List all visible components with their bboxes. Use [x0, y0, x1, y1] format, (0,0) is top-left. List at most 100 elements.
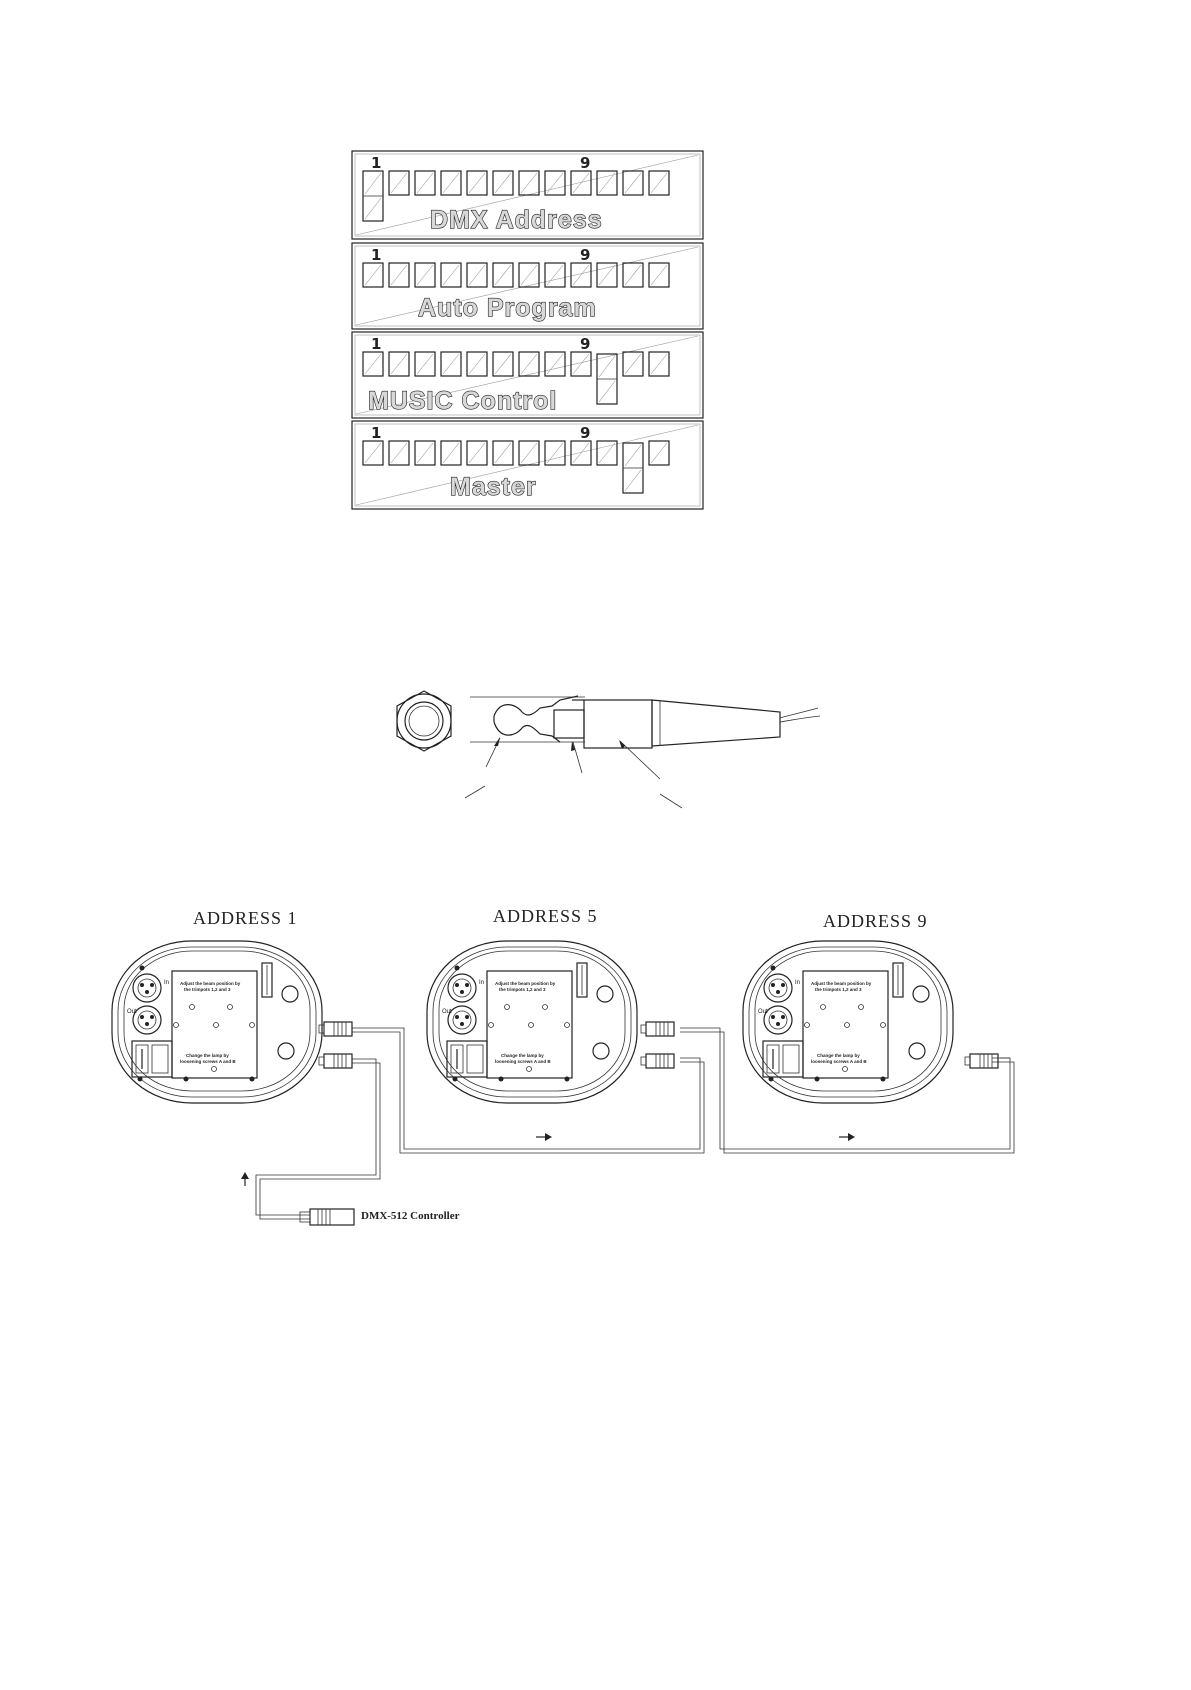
- in-label: In: [164, 980, 169, 986]
- xlr-cable-plug-icon: [318, 1021, 353, 1037]
- lcd-title: DMX Address: [430, 206, 603, 234]
- adjust-text: Adjust the beam position by: [495, 981, 556, 986]
- plug-end-view: [396, 690, 452, 752]
- lcd-segment-cell: [466, 262, 488, 288]
- out-label: Out: [442, 1009, 452, 1015]
- power-socket-icon: [131, 1040, 173, 1078]
- plug-side-view: [464, 695, 821, 809]
- lcd-segment-cell: [414, 351, 436, 377]
- xlr-out-socket-icon: [132, 1005, 162, 1035]
- xlr-in-socket-icon: [132, 973, 162, 1003]
- lcd-segment-cell: [414, 262, 436, 288]
- lcd-segment-row: [362, 262, 670, 288]
- flow-arrow-right-icon: [839, 1133, 855, 1141]
- lcd-segment-cell: [518, 262, 540, 288]
- lcd-segment-cell: [648, 262, 670, 288]
- lcd-digit-nine: 9: [580, 246, 590, 264]
- lcd-segment-row: [362, 440, 670, 494]
- lcd-digit-one: 1: [371, 154, 381, 172]
- flow-arrow-up-icon: [241, 1172, 249, 1186]
- out-label: Out: [127, 1009, 137, 1015]
- lcd-panel-music-control: 1 9 MUSIC Control: [351, 331, 704, 419]
- lcd-segment-cell: [466, 351, 488, 377]
- lcd-segment-cell: [570, 262, 592, 288]
- lcd-segment-cell: [518, 440, 540, 466]
- adjust-text-2: the trimpots 1,2 and 3: [184, 987, 231, 992]
- lcd-segment-row: [362, 170, 670, 222]
- change-text-2: loosening screws A and B: [495, 1059, 551, 1064]
- lcd-segment-cell: [492, 351, 514, 377]
- fixture-address-label-3: ADDRESS 9: [823, 911, 928, 931]
- lcd-segment-cell: [570, 170, 592, 196]
- lcd-segment-cell: [544, 440, 566, 466]
- lcd-segment-cell: [440, 170, 462, 196]
- fixture-address-label-1: ADDRESS 1: [193, 908, 298, 928]
- controller-plug: [299, 1208, 355, 1226]
- lcd-panel-dmx-address: 1 9 DMX Address: [351, 150, 704, 240]
- change-text: Change the lamp by: [186, 1053, 229, 1058]
- lcd-segment-cell: [648, 170, 670, 196]
- dmx-daisy-chain: ADDRESS 1 ADDRESS 5 ADDRESS 9 InOutAdjus…: [111, 906, 1015, 1226]
- xlr-out-socket-icon: [763, 1005, 793, 1035]
- lcd-segment-cell: [492, 262, 514, 288]
- lcd-segment-cell: [492, 170, 514, 196]
- lcd-segment-cell: [648, 440, 670, 466]
- lcd-segment-cell: [622, 262, 644, 288]
- lcd-digit-nine: 9: [580, 335, 590, 353]
- change-text: Change the lamp by: [501, 1053, 544, 1058]
- lcd-segment-tall: [622, 442, 644, 494]
- lcd-segment-tall: [362, 170, 384, 222]
- adjust-text-2: the trimpots 1,2 and 3: [499, 987, 546, 992]
- lcd-segment-cell: [596, 170, 618, 196]
- lcd-segment-cell: [544, 351, 566, 377]
- xlr-cable-plug-icon: [318, 1053, 353, 1069]
- lcd-digit-one: 1: [371, 424, 381, 442]
- xlr-cable-plug-icon: [640, 1053, 675, 1069]
- change-text: Change the lamp by: [817, 1053, 860, 1058]
- lcd-segment-cell: [362, 440, 384, 466]
- out-label: Out: [758, 1009, 768, 1015]
- lcd-segment-cell: [648, 351, 670, 377]
- lcd-segment-cell: [570, 351, 592, 377]
- lcd-segment-cell: [388, 170, 410, 196]
- lcd-segment-cell: [362, 351, 384, 377]
- lcd-segment-cell: [544, 262, 566, 288]
- lcd-title: Auto Program: [418, 294, 597, 322]
- adjust-text-2: the trimpots 1,2 and 3: [815, 987, 862, 992]
- power-socket-icon: [762, 1040, 804, 1078]
- lcd-segment-cell: [466, 440, 488, 466]
- lcd-segment-cell: [596, 440, 618, 466]
- lcd-segment-cell: [362, 262, 384, 288]
- lcd-segment-cell: [518, 351, 540, 377]
- lcd-segment-cell: [440, 440, 462, 466]
- lcd-panel-master: 1 9 Master: [351, 420, 704, 510]
- adjust-text: Adjust the beam position by: [811, 981, 872, 986]
- lcd-segment-cell: [388, 351, 410, 377]
- xlr-cable-plug-icon: [640, 1021, 675, 1037]
- xlr-out-socket-icon: [447, 1005, 477, 1035]
- controller-label: DMX-512 Controller: [361, 1210, 460, 1222]
- xlr-cable-plug-icon: [964, 1053, 999, 1069]
- lcd-segment-cell: [414, 170, 436, 196]
- jack-plug-diagram: [396, 690, 821, 809]
- lcd-title: MUSIC Control: [368, 387, 557, 415]
- lcd-title: Master: [450, 473, 537, 501]
- flow-arrow-right-icon: [536, 1133, 552, 1141]
- xlr-plugs: [318, 1021, 999, 1069]
- lcd-segment-cell: [440, 351, 462, 377]
- lcd-panel-auto-program: 1 9 Auto Program: [351, 242, 704, 330]
- lcd-segment-cell: [544, 170, 566, 196]
- lcd-segment-cell: [388, 440, 410, 466]
- lcd-segment-cell: [570, 440, 592, 466]
- lcd-segment-cell: [466, 170, 488, 196]
- lcd-segment-cell: [622, 170, 644, 196]
- xlr-in-socket-icon: [763, 973, 793, 1003]
